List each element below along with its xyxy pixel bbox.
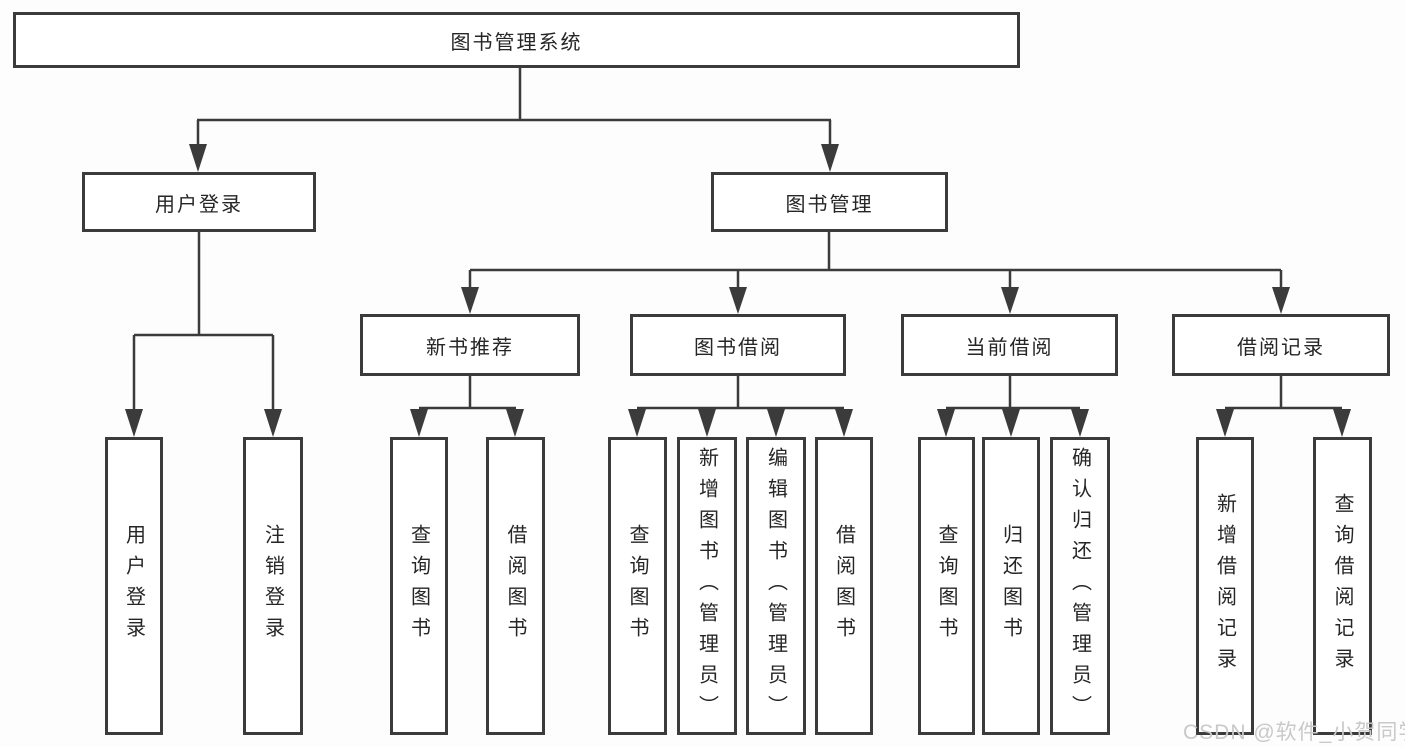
leaf-query-borrow-record: 查询借阅记录 bbox=[1313, 437, 1372, 735]
leaf-logout-label: 注销登录 bbox=[261, 524, 284, 648]
arrow-down-icon bbox=[410, 409, 428, 437]
node-root: 图书管理系统 bbox=[13, 12, 1020, 68]
leaf-query-books-borrow: 查询图书 bbox=[608, 437, 667, 735]
leaf-borrow-books-recommend: 借阅图书 bbox=[486, 437, 545, 735]
arrow-down-icon bbox=[628, 409, 646, 437]
node-current-borrow-label: 当前借阅 bbox=[965, 336, 1054, 359]
connector-borrow-records-to-leaves bbox=[1216, 374, 1351, 437]
leaf-confirm-return-admin-label: 确认归还（管理员） bbox=[1068, 446, 1091, 726]
arrow-down-icon bbox=[1002, 409, 1020, 437]
arrow-down-icon bbox=[506, 409, 524, 437]
arrow-down-icon bbox=[189, 144, 207, 172]
leaf-add-book-admin: 新增图书（管理员） bbox=[677, 437, 737, 735]
leaf-query-books-current-label: 查询图书 bbox=[935, 524, 957, 648]
arrow-down-icon bbox=[1001, 287, 1019, 314]
arrow-down-icon bbox=[835, 409, 853, 437]
node-book-management-label: 图书管理 bbox=[785, 193, 874, 216]
node-book-borrow: 图书借阅 bbox=[630, 314, 846, 376]
arrow-down-icon bbox=[821, 144, 839, 172]
leaf-return-books-label: 归还图书 bbox=[999, 524, 1022, 648]
leaf-borrow-books-borrow-label: 借阅图书 bbox=[832, 524, 855, 648]
node-book-borrow-label: 图书借阅 bbox=[694, 336, 782, 359]
node-book-management: 图书管理 bbox=[711, 172, 948, 232]
node-user-login: 用户登录 bbox=[82, 172, 316, 232]
leaf-edit-book-admin-label: 编辑图书（管理员） bbox=[764, 446, 787, 726]
node-borrow-records-label: 借阅记录 bbox=[1237, 336, 1325, 359]
arrow-down-icon bbox=[1216, 409, 1234, 437]
leaf-logout: 注销登录 bbox=[243, 437, 303, 735]
connector-new-book-recommend-to-leaves bbox=[410, 374, 524, 437]
arrow-down-icon bbox=[125, 409, 143, 437]
connector-user-login-to-leaves bbox=[125, 230, 282, 437]
leaf-confirm-return-admin: 确认归还（管理员） bbox=[1050, 437, 1110, 735]
leaf-query-borrow-record-label: 查询借阅记录 bbox=[1331, 493, 1353, 679]
arrow-down-icon bbox=[1071, 409, 1089, 437]
connector-book-management-to-level3 bbox=[461, 230, 1290, 314]
leaf-query-books-current: 查询图书 bbox=[918, 437, 975, 735]
arrow-down-icon bbox=[698, 409, 716, 437]
arrow-down-icon bbox=[1272, 287, 1290, 314]
node-borrow-records: 借阅记录 bbox=[1172, 314, 1390, 376]
node-new-book-recommend-label: 新书推荐 bbox=[426, 336, 514, 359]
node-new-book-recommend: 新书推荐 bbox=[360, 314, 580, 376]
node-root-label: 图书管理系统 bbox=[450, 31, 583, 54]
connector-book-borrow-to-leaves bbox=[628, 374, 853, 437]
leaf-user-login-label: 用户登录 bbox=[122, 524, 145, 648]
arrow-down-icon bbox=[1333, 409, 1351, 437]
leaf-query-books-recommend: 查询图书 bbox=[390, 437, 448, 735]
leaf-query-books-recommend-label: 查询图书 bbox=[407, 524, 430, 648]
csdn-watermark: CSDN @软件_小贺同学 bbox=[1183, 721, 1405, 744]
leaf-borrow-books-borrow: 借阅图书 bbox=[815, 437, 873, 735]
arrow-down-icon bbox=[461, 287, 479, 314]
node-current-borrow: 当前借阅 bbox=[901, 314, 1118, 376]
connector-root-to-level2 bbox=[189, 66, 839, 172]
arrow-down-icon bbox=[937, 409, 955, 437]
arrow-down-icon bbox=[264, 409, 282, 437]
leaf-user-login: 用户登录 bbox=[105, 437, 163, 735]
leaf-add-borrow-record-label: 新增借阅记录 bbox=[1213, 493, 1236, 679]
leaf-add-borrow-record: 新增借阅记录 bbox=[1196, 437, 1254, 735]
leaf-edit-book-admin: 编辑图书（管理员） bbox=[746, 437, 806, 735]
arrow-down-icon bbox=[729, 287, 747, 314]
arrow-down-icon bbox=[767, 409, 785, 437]
node-user-login-label: 用户登录 bbox=[155, 193, 243, 216]
connector-current-borrow-to-leaves bbox=[937, 374, 1089, 437]
leaf-borrow-books-recommend-label: 借阅图书 bbox=[504, 524, 526, 648]
leaf-query-books-borrow-label: 查询图书 bbox=[626, 524, 648, 648]
leaf-add-book-admin-label: 新增图书（管理员） bbox=[695, 446, 718, 726]
leaf-return-books: 归还图书 bbox=[982, 437, 1040, 735]
